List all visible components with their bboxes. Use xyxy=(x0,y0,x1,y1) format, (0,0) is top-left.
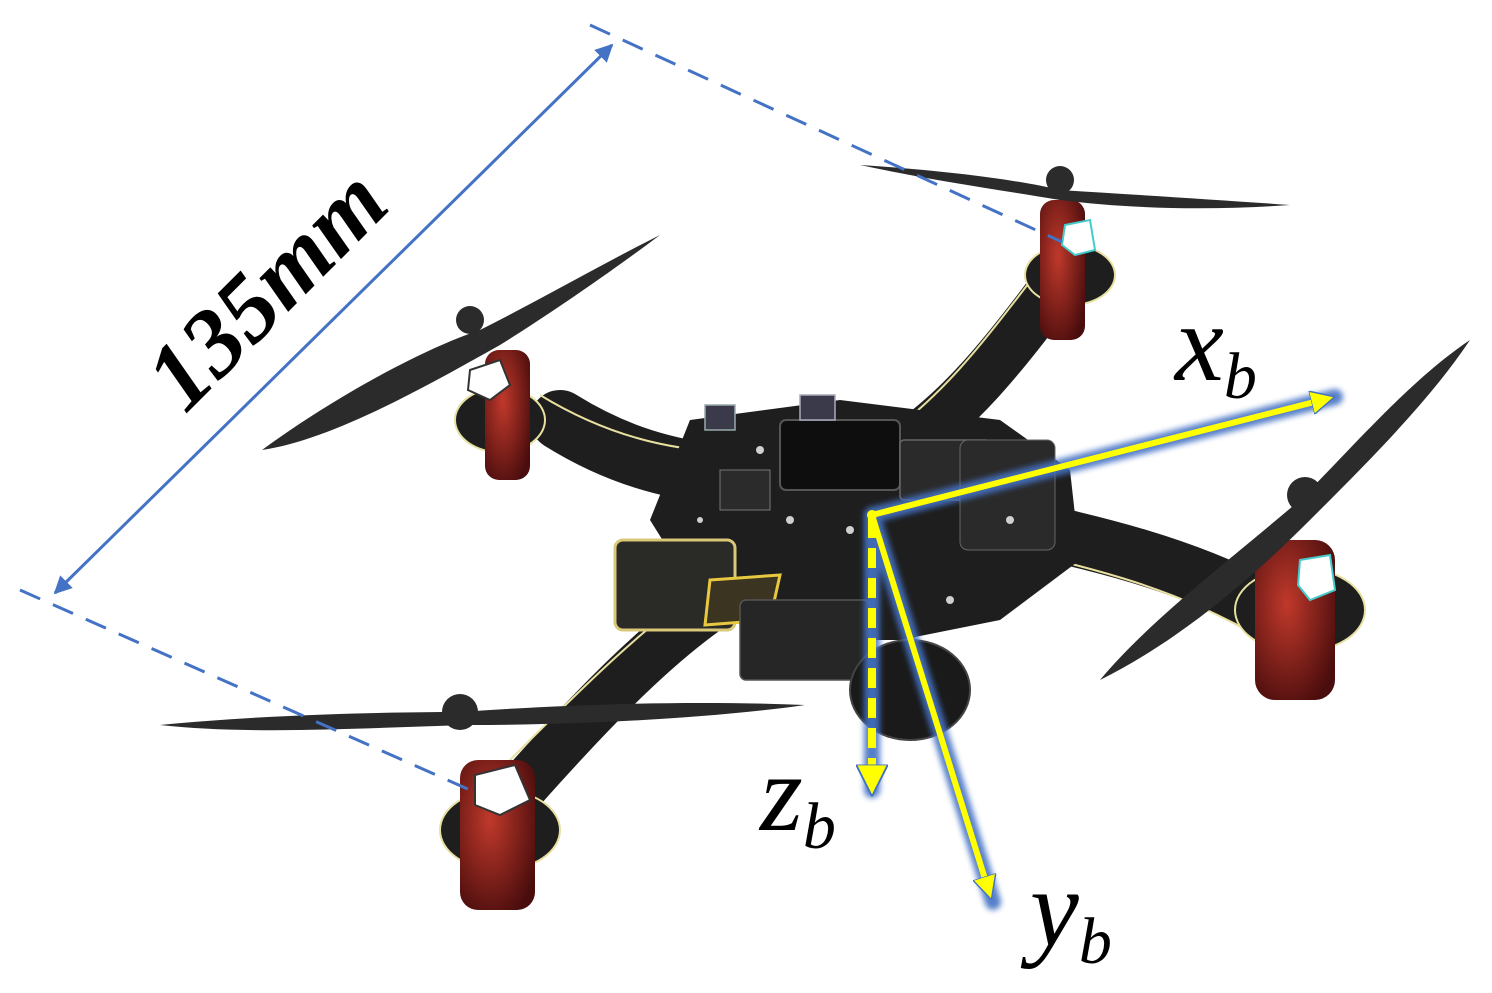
motor-front-right xyxy=(1024,200,1116,340)
motor-rear-right xyxy=(1234,540,1366,700)
y-axis-label: yb xyxy=(1020,847,1112,978)
propeller-rear-right xyxy=(1100,340,1470,680)
dimension-extension-line-bottom xyxy=(19,588,471,792)
x-axis-arrow xyxy=(871,398,1330,518)
dimension-arrow xyxy=(53,43,614,595)
motor-rear-left xyxy=(439,760,561,910)
body-frame-origin xyxy=(867,510,877,520)
z-axis-label: zb xyxy=(758,732,836,863)
y-axis-arrow xyxy=(869,514,990,895)
propeller-rear-left xyxy=(160,702,805,731)
motor-front-left xyxy=(454,350,546,480)
flight-controller-board xyxy=(613,394,1080,741)
dimension-extension-line-top xyxy=(589,23,1063,244)
body-frame-axes: xb zb yb xyxy=(758,282,1343,978)
x-axis-label: xb xyxy=(1173,282,1257,413)
propeller-front-right xyxy=(860,165,1290,209)
